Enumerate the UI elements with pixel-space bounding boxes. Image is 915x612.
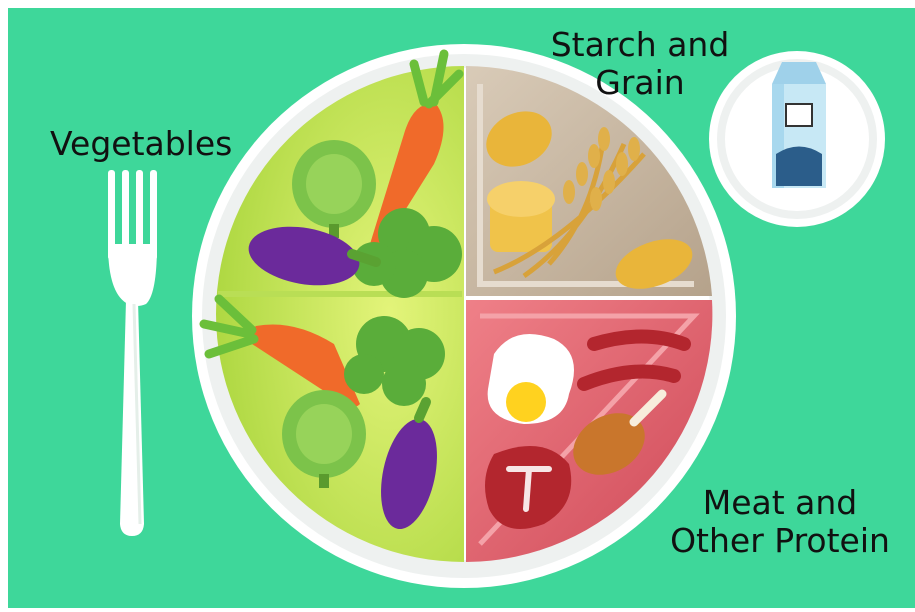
vegetables-section (204, 54, 464, 562)
starch-label-line2: Grain (544, 64, 736, 102)
fork-icon (108, 170, 157, 536)
meat-label-line2: Other Protein (660, 522, 900, 560)
meat-label-line1: Meat and (660, 484, 900, 522)
milk-carton-icon (772, 62, 826, 188)
starch-label-line1: Starch and (544, 26, 736, 64)
starch-grain-label: Starch and Grain (544, 26, 736, 102)
meat-protein-label: Meat and Other Protein (660, 484, 900, 560)
vegetables-label: Vegetables (50, 125, 232, 163)
